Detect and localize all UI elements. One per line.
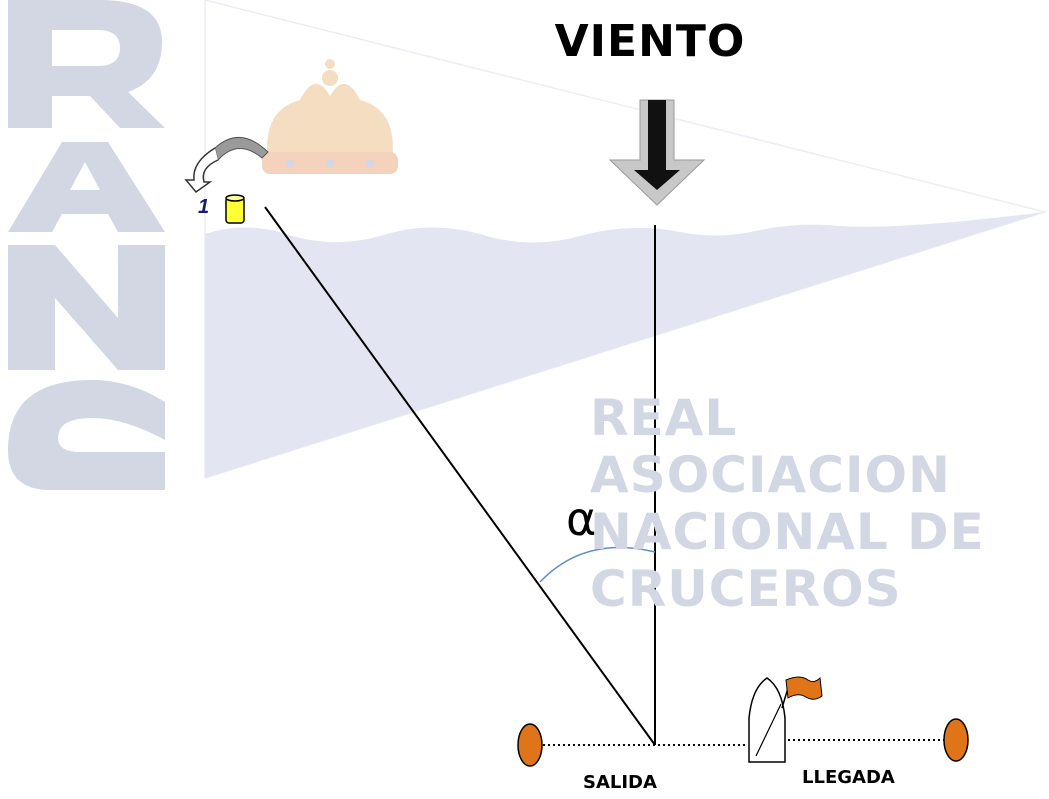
- watermark-monogram: [8, 0, 165, 490]
- angle-arc: [539, 546, 656, 583]
- pennant-wave: [205, 212, 1045, 478]
- watermark-line: REAL: [590, 389, 738, 447]
- watermark-line: CRUCEROS: [590, 560, 902, 618]
- watermark-pennant: [204, 0, 1048, 480]
- crown-emblem-icon: [262, 59, 398, 174]
- start-label: SALIDA: [583, 772, 657, 793]
- wind-arrow-icon: [608, 99, 706, 206]
- monogram-letter-a: [8, 142, 165, 232]
- mark-number-label: 1: [198, 196, 210, 218]
- angle-alpha-label: α: [566, 492, 597, 546]
- monogram-letter-c: [8, 380, 165, 490]
- watermark-line: ASOCIACION: [590, 446, 951, 504]
- watermark-organization-name: REAL ASOCIACION NACIONAL DE CRUCEROS: [590, 390, 1010, 618]
- yellow-mark-icon: [225, 194, 245, 224]
- monogram-letter-n: [8, 245, 165, 370]
- wind-label: VIENTO: [554, 16, 746, 67]
- orange-flag-icon: [785, 676, 823, 700]
- buoy-icon-left: [517, 723, 543, 767]
- watermark-line: NACIONAL DE: [590, 503, 985, 561]
- finish-label: LLEGADA: [802, 767, 895, 788]
- rounding-arrow-icon: [184, 136, 269, 194]
- monogram-letter-r: [8, 0, 165, 128]
- committee-boat-icon: [748, 677, 789, 763]
- buoy-icon-right: [943, 718, 969, 762]
- course-line-to-mark: [264, 206, 656, 746]
